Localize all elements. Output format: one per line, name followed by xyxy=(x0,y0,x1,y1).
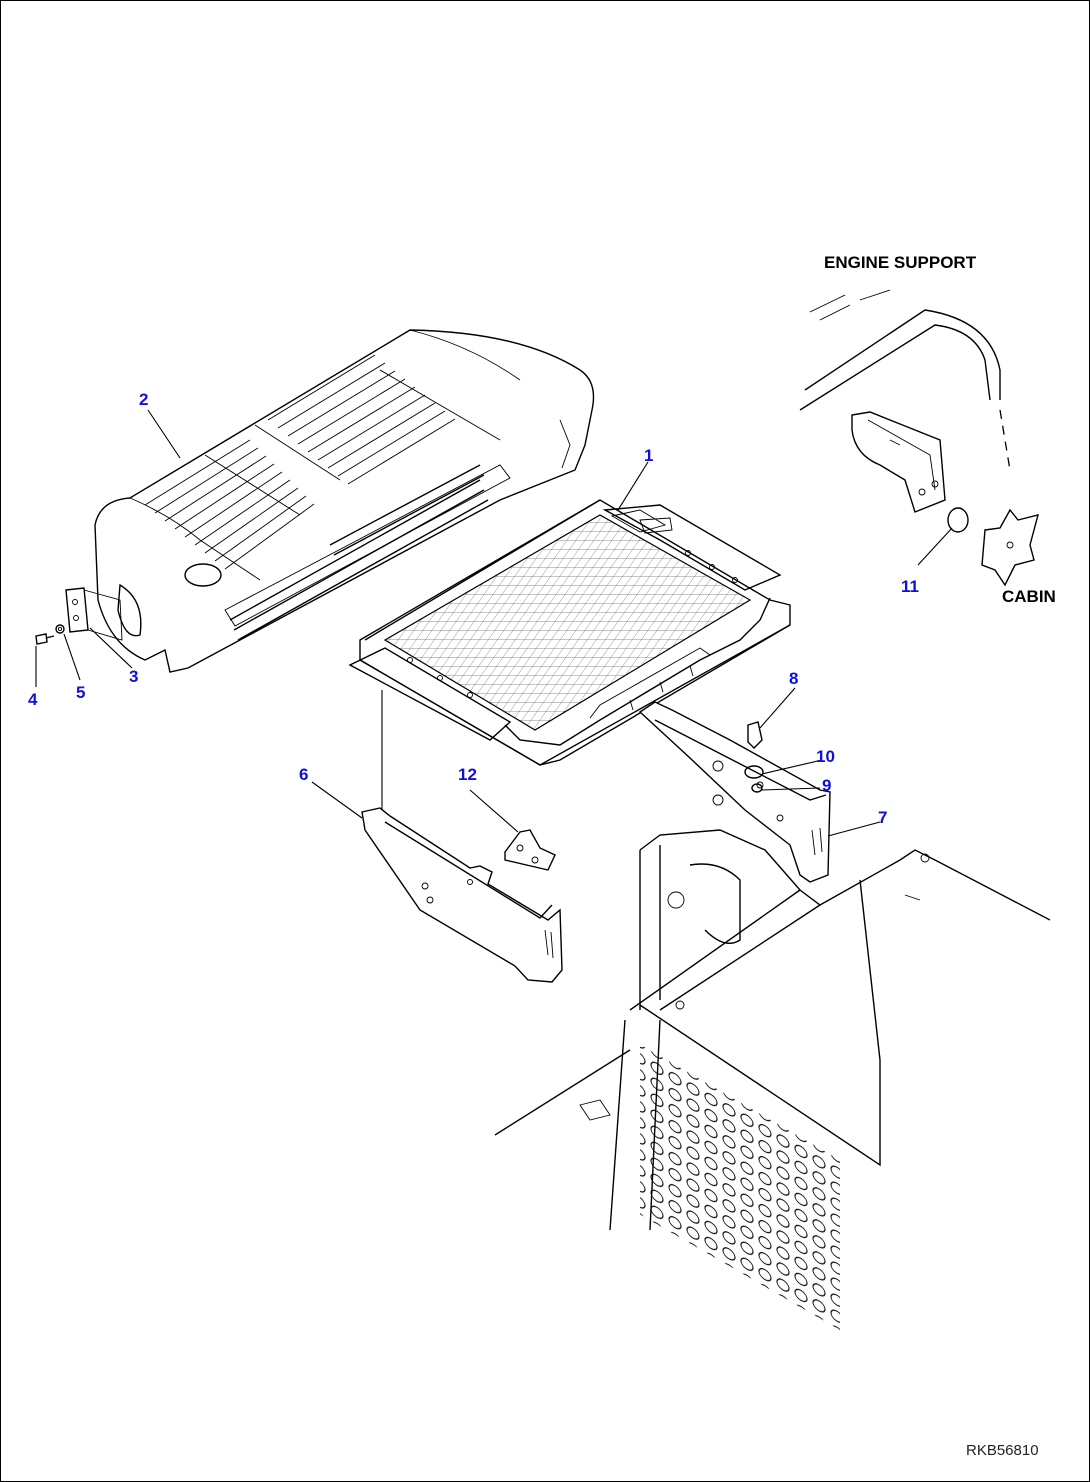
engine-support xyxy=(799,289,1011,513)
leader-lines xyxy=(35,409,953,837)
callout-12: 12 xyxy=(458,765,477,784)
callout-2: 2 xyxy=(139,390,148,409)
callout-5: 5 xyxy=(76,683,85,702)
cabin-plate xyxy=(981,508,1039,587)
callout-1: 1 xyxy=(644,446,653,465)
washer-10 xyxy=(744,765,764,779)
callout-10: 10 xyxy=(816,747,835,766)
cushion-11 xyxy=(947,507,969,533)
clip-12 xyxy=(504,829,556,871)
bracket-7 xyxy=(638,701,831,883)
machine-frame xyxy=(494,829,1051,1330)
bolt-4 xyxy=(35,633,55,645)
nut-9 xyxy=(751,783,763,793)
figure-id: RKB56810 xyxy=(966,1442,1039,1459)
bracket-6 xyxy=(361,690,563,983)
condenser-cover xyxy=(94,329,595,673)
bolt-8 xyxy=(747,721,763,749)
mounting-plate-3 xyxy=(65,587,123,641)
callout-6: 6 xyxy=(299,765,308,784)
callout-3: 3 xyxy=(129,667,138,686)
callout-9: 9 xyxy=(822,776,831,795)
condenser-core xyxy=(348,499,791,766)
callout-8: 8 xyxy=(789,669,798,688)
washer-5 xyxy=(55,624,65,634)
engine-support-label: ENGINE SUPPORT xyxy=(824,253,977,272)
callout-7: 7 xyxy=(878,808,887,827)
callout-11: 11 xyxy=(901,577,919,596)
callout-4: 4 xyxy=(28,690,38,709)
cabin-label: CABIN xyxy=(1002,587,1056,606)
